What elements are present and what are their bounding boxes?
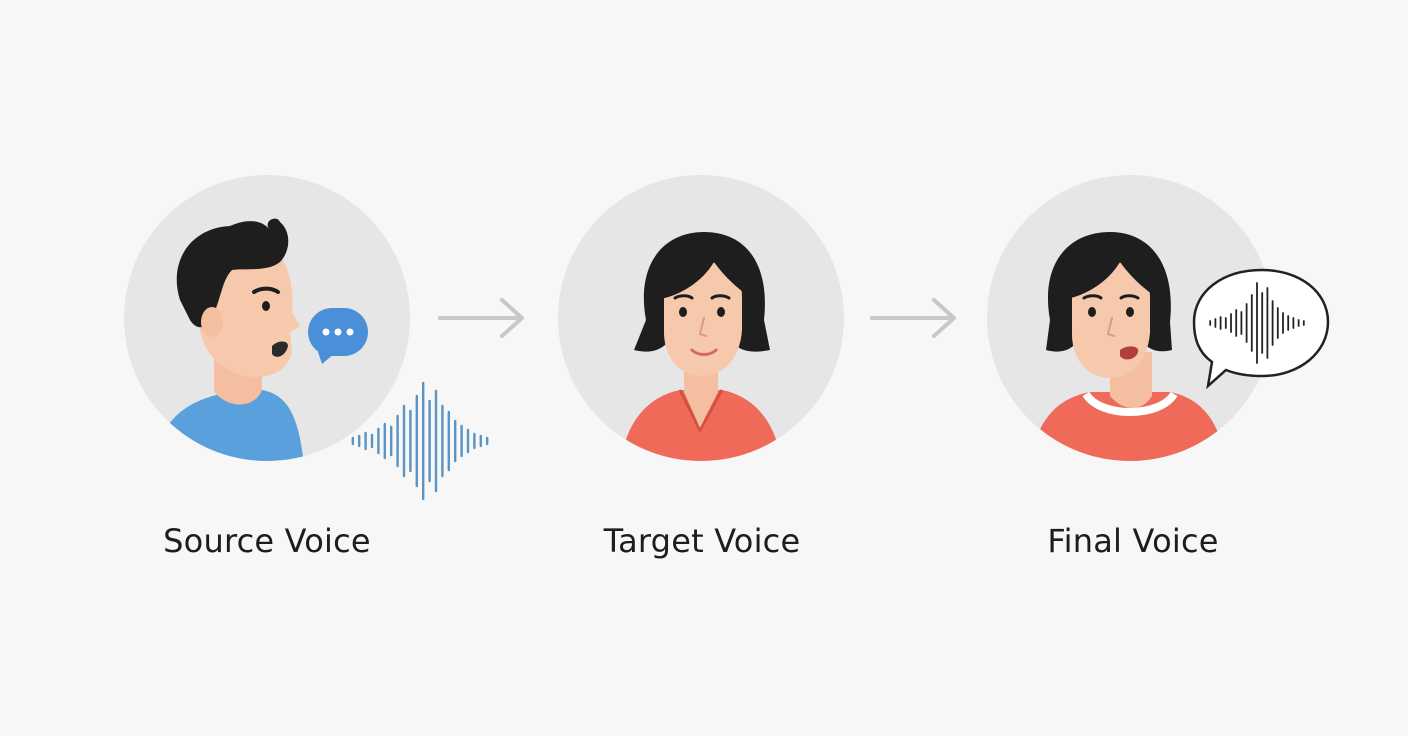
final-sound-wave-icon xyxy=(1209,282,1305,364)
arrow-icon-1 xyxy=(438,298,524,338)
source-mouth xyxy=(272,341,288,357)
target-mouth xyxy=(690,348,718,356)
target-voice-label: Target Voice xyxy=(603,522,801,560)
arrow-icon-2 xyxy=(870,298,956,338)
source-speech-bubble-icon xyxy=(308,308,368,364)
final-mouth xyxy=(1120,346,1139,360)
final-speech-bubble-icon xyxy=(1192,268,1330,390)
source-ear xyxy=(201,307,223,337)
source-eye xyxy=(262,301,270,311)
final-speaker xyxy=(987,175,1330,461)
final-voice-label: Final Voice xyxy=(1047,522,1219,560)
source-sound-wave-icon xyxy=(351,381,489,501)
source-voice-label: Source Voice xyxy=(163,522,371,560)
final-shirt xyxy=(1030,392,1226,461)
source-brow xyxy=(252,286,280,294)
source-hair xyxy=(176,218,289,328)
target-speaker xyxy=(558,175,844,461)
source-speaker xyxy=(124,175,410,461)
